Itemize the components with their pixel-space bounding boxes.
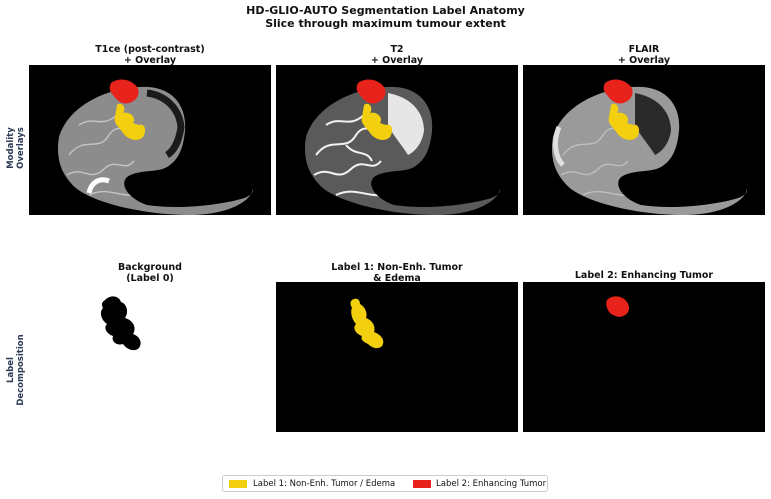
panel-background-label0 [29, 282, 271, 432]
label1-overlay-flair [608, 103, 640, 140]
panel-t1ce-overlay [29, 65, 271, 215]
label0-mask [100, 296, 141, 351]
row-label-label-decomposition: Label Decomposition [6, 334, 26, 406]
panel-label2 [523, 282, 765, 432]
row-label-modality-overlays: Modality Overlays [6, 127, 26, 169]
panel-title-t1ce: T1ce (post-contrast) + Overlay [95, 44, 205, 66]
figure-title-line2: Slice through maximum tumour extent [265, 17, 506, 30]
figure-title: HD-GLIO-AUTO Segmentation Label Anatomy … [0, 4, 771, 30]
figure-title-line1: HD-GLIO-AUTO Segmentation Label Anatomy [246, 4, 525, 17]
label2-overlay-t1ce [109, 79, 139, 104]
label1-mask [350, 298, 384, 349]
panel-title-label1: Label 1: Non-Enh. Tumor & Edema [331, 262, 463, 284]
label2-overlay-flair [603, 79, 633, 104]
legend-item-label1: Label 1: Non-Enh. Tumor / Edema [253, 479, 396, 489]
legend: Label 1: Non-Enh. Tumor / Edema Label 2:… [222, 475, 548, 492]
panel-label1 [276, 282, 518, 432]
label1-overlay-t1ce [114, 103, 146, 140]
label2-overlay-t2 [356, 79, 386, 104]
label2-mask [606, 296, 630, 317]
panel-t2-overlay [276, 65, 518, 215]
panel-title-label2: Label 2: Enhancing Tumor [574, 270, 714, 281]
legend-item-label2: Label 2: Enhancing Tumor [436, 479, 547, 489]
legend-swatch-label1 [229, 480, 247, 488]
label1-overlay-t2 [361, 103, 393, 140]
panel-title-flair: FLAIR + Overlay [617, 44, 671, 66]
legend-swatch-label2 [413, 480, 431, 488]
panel-title-t2: T2 + Overlay [370, 44, 424, 66]
panel-title-background: Background (Label 0) [118, 262, 182, 284]
panel-flair-overlay [523, 65, 765, 215]
